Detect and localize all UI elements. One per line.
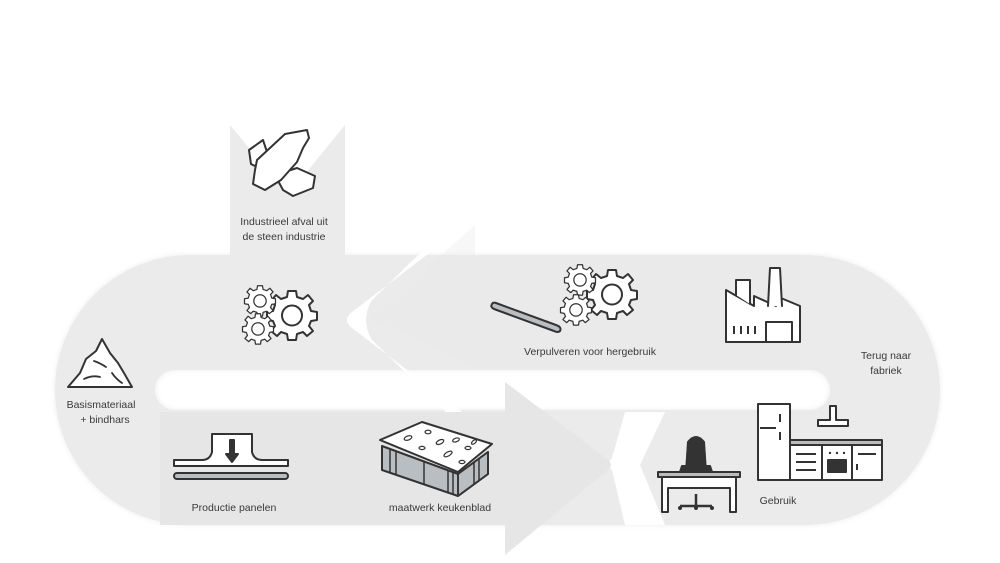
gears-icon xyxy=(241,285,318,345)
stone-fragments-icon xyxy=(248,129,316,197)
desk-chair-icon xyxy=(657,436,741,513)
inflow-chute xyxy=(230,125,345,262)
label-industrial-waste: Industrieel afval uit de steen industrie xyxy=(240,216,328,243)
kitchen-icon xyxy=(757,403,883,481)
label-production: Productie panelen xyxy=(191,502,277,514)
label-return-factory: Terug naar fabriek xyxy=(860,350,912,377)
material-pile-icon xyxy=(67,338,133,388)
factory-icon xyxy=(725,267,801,343)
label-pulverize: Verpulveren voor hergebruik xyxy=(524,346,656,358)
arrow-separator-right xyxy=(608,412,665,525)
countertop-slab-icon xyxy=(379,421,493,497)
label-custom-countertop: maatwerk keukenblad xyxy=(388,502,492,514)
crusher-gears-icon xyxy=(490,264,638,333)
press-icon xyxy=(173,433,289,480)
label-usage: Gebruik xyxy=(759,495,797,507)
label-base-material: Basismateriaal + bindhars xyxy=(66,399,136,426)
